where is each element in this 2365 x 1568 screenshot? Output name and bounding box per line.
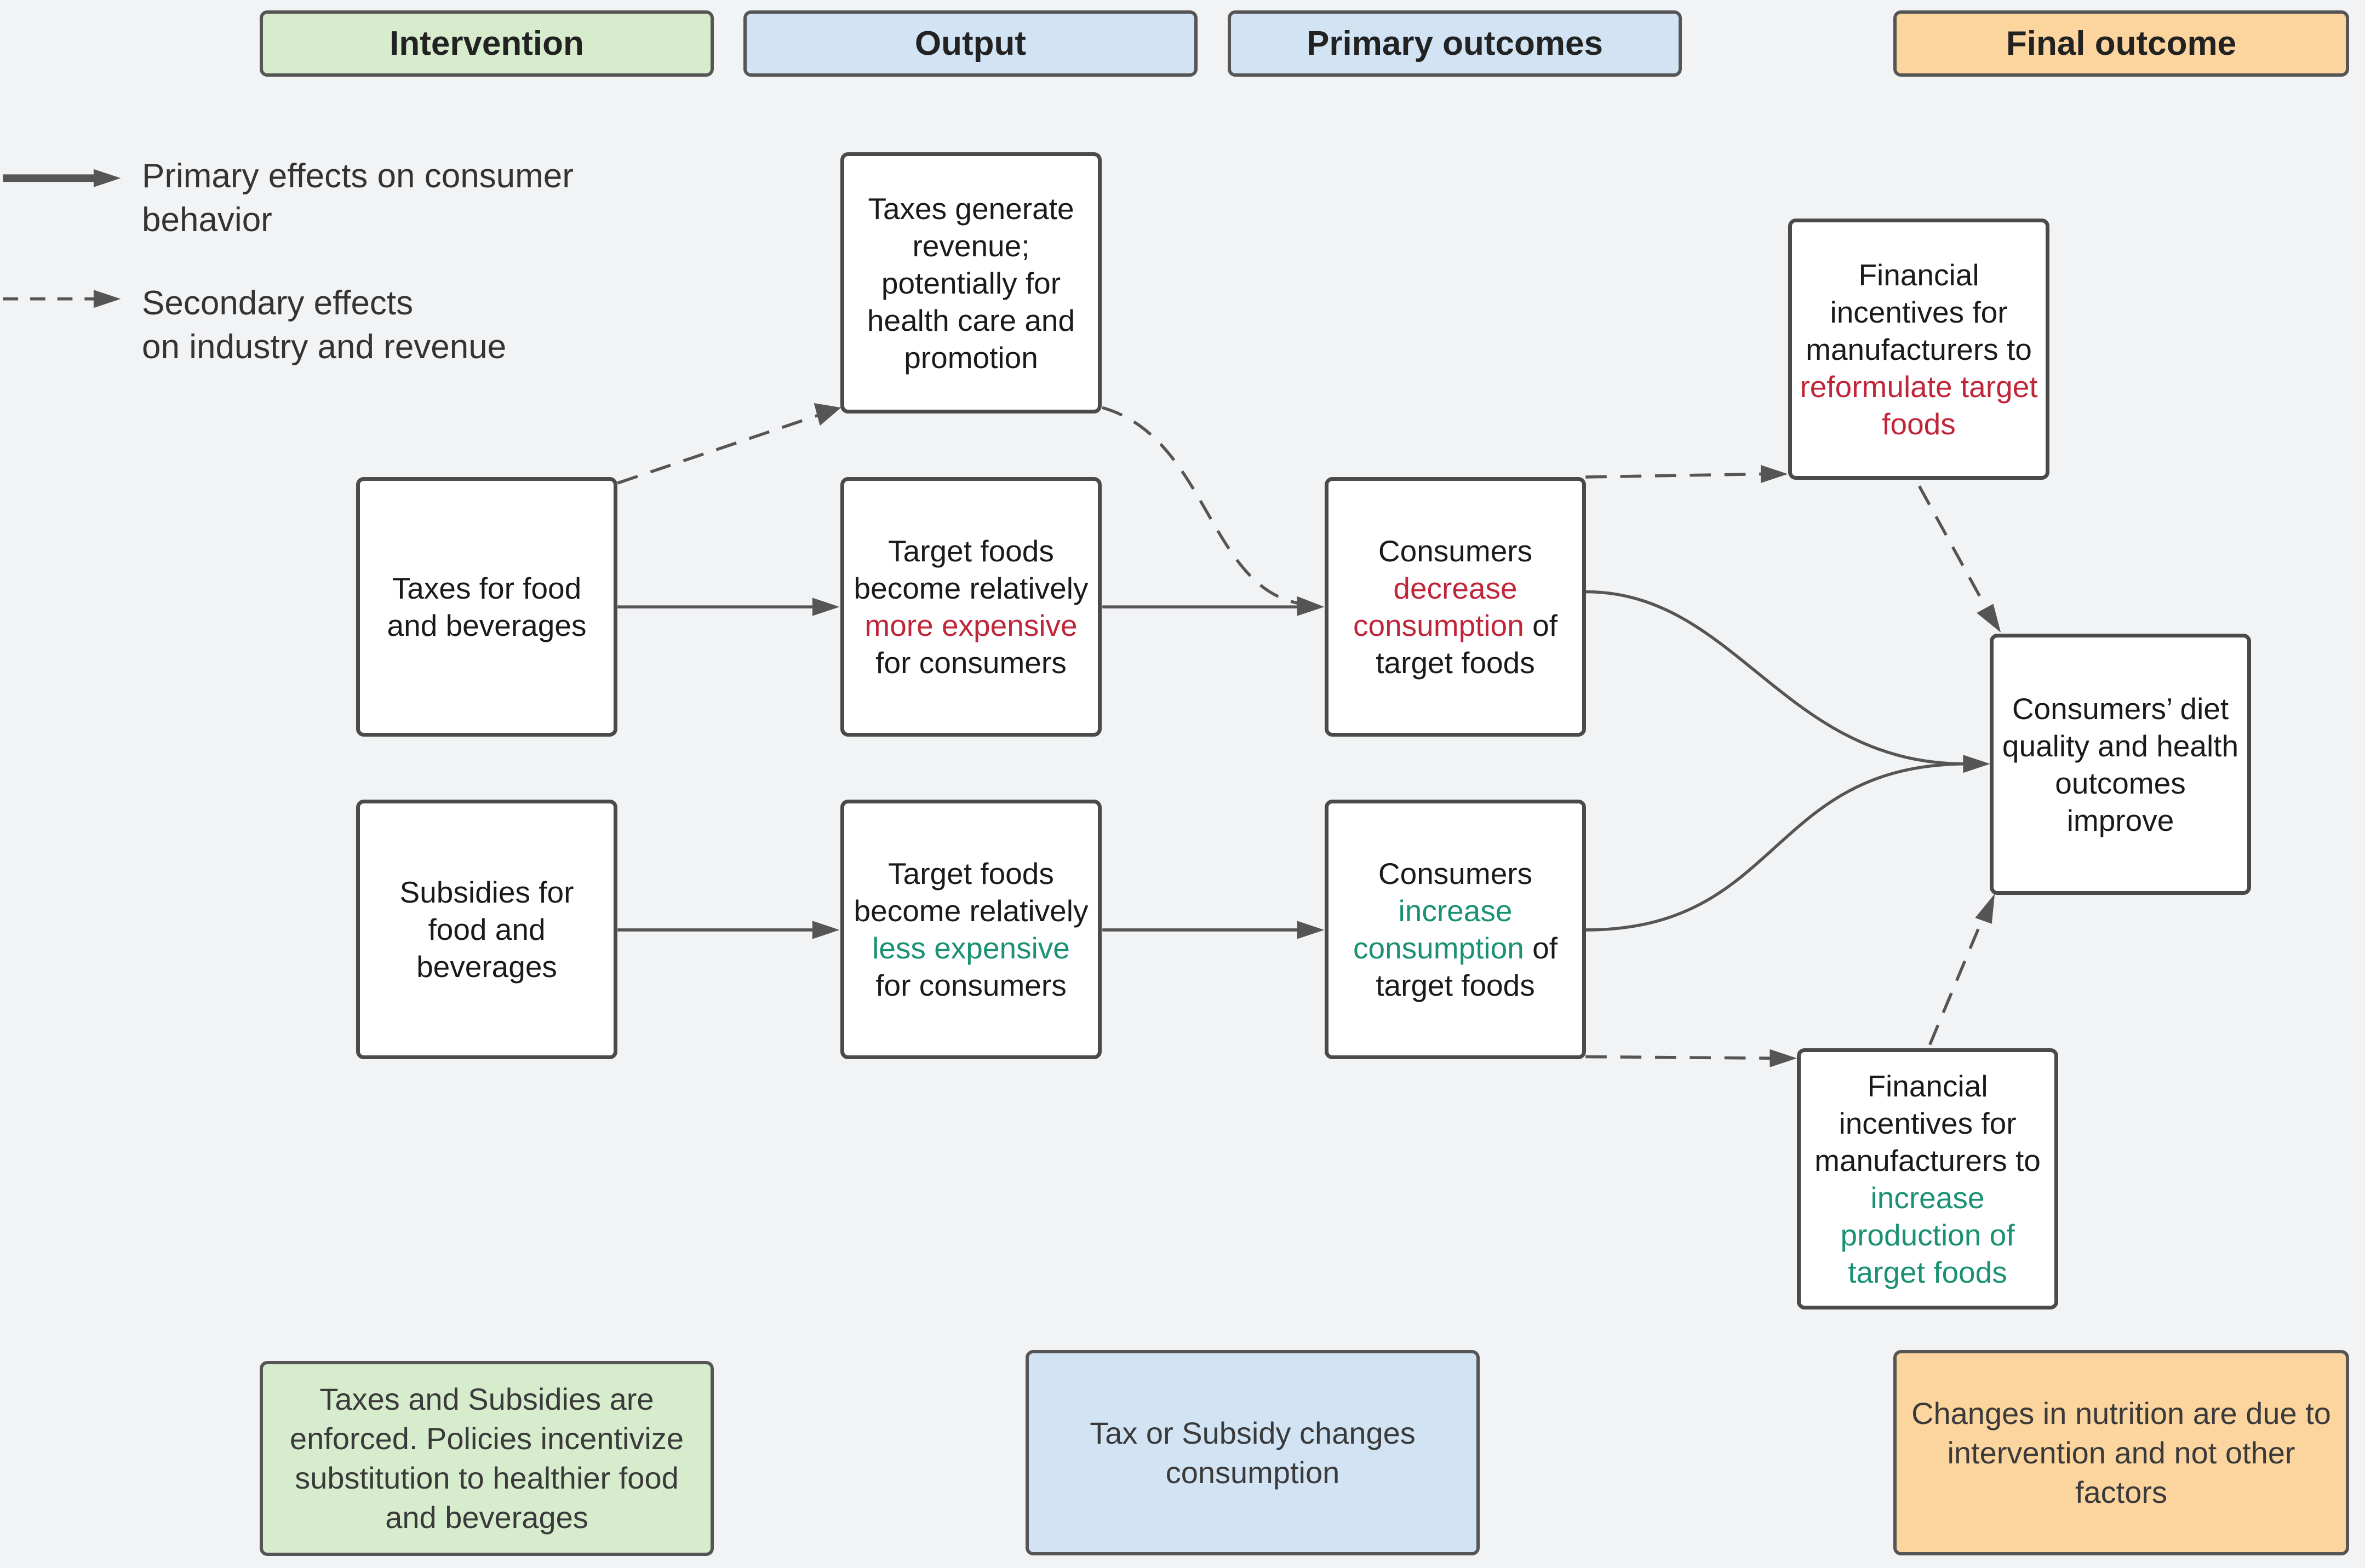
box-taxes-text: Taxes for food and beverages: [387, 571, 587, 642]
box-revenue: Taxes generate revenue; potentially for …: [840, 152, 1102, 413]
box-production: Financial incentives for manufacturers t…: [1797, 1048, 2058, 1309]
arrowhead-diet-top: [1977, 604, 2001, 633]
arrow-reformulate-to-diet: [1917, 485, 1989, 611]
box-decrease-consumption: Consumers decrease consumption of target…: [1325, 477, 1586, 737]
highlight-increase: increase consumption: [1353, 894, 1524, 965]
arrow-decrease-to-diet: [1585, 590, 1963, 766]
arrowhead-reformulate: [1760, 464, 1788, 484]
highlight-decrease: decrease consumption: [1353, 571, 1524, 642]
box-reformulate-text: Financial incentives for manufacturers t…: [1800, 257, 2038, 441]
arrowhead-revenue: [814, 403, 841, 426]
arrowhead-decrease-dashed: [1297, 596, 1325, 614]
box-increase-text: Consumers increase consumption of target…: [1353, 857, 1557, 1002]
box-diet-outcomes: Consumers’ diet quality and health outco…: [1990, 634, 2251, 895]
highlight-reformulate: reformulate target foods: [1800, 369, 2038, 441]
highlight-production: increase production of target foods: [1840, 1180, 2015, 1289]
arrowhead-diet-left: [1963, 755, 1990, 773]
legend-primary-line2: behavior: [142, 201, 272, 239]
box-decrease-text: Consumers decrease consumption of target…: [1353, 534, 1557, 680]
legend-dashed-arrowhead: [93, 290, 121, 308]
arrowhead-more-expensive: [812, 598, 840, 616]
arrowhead-production: [1770, 1049, 1797, 1067]
header-primary-outcomes: Primary outcomes: [1228, 10, 1682, 77]
legend-secondary-line2: on industry and revenue: [142, 328, 507, 366]
arrow-taxes-to-revenue: [617, 413, 819, 485]
box-more-expensive-text: Target foods become relatively more expe…: [854, 534, 1089, 680]
header-output: Output: [743, 10, 1198, 77]
legend-secondary: Secondary effects on industry and revenu…: [142, 282, 690, 369]
note-intervention-text: Taxes and Subsidies are enforced. Polici…: [289, 1382, 684, 1535]
box-revenue-text: Taxes generate revenue; potentially for …: [867, 191, 1075, 375]
legend-primary-line1: Primary effects on consumer: [142, 157, 574, 195]
legend-secondary-line1: Secondary effects: [142, 284, 414, 322]
arrowhead-increase: [1297, 921, 1325, 939]
box-reformulate: Financial incentives for manufacturers t…: [1788, 219, 2049, 480]
box-subsidies-text: Subsidies for food and beverages: [399, 875, 574, 984]
arrow-increase-to-diet: [1585, 762, 1963, 932]
arrow-revenue-to-decrease: [1102, 406, 1302, 606]
highlight-more-expensive: more expensive: [864, 608, 1078, 642]
box-production-text: Financial incentives for manufacturers t…: [1814, 1069, 2041, 1289]
note-output-text: Tax or Subsidy changes consumption: [1090, 1415, 1416, 1490]
arrow-decrease-to-reformulate: [1585, 472, 1764, 479]
highlight-less-expensive: less expensive: [872, 931, 1070, 965]
box-subsidies: Subsidies for food and beverages: [356, 800, 617, 1059]
note-output: Tax or Subsidy changes consumption: [1026, 1350, 1480, 1555]
box-increase-consumption: Consumers increase consumption of target…: [1325, 800, 1586, 1059]
note-intervention: Taxes and Subsidies are enforced. Polici…: [260, 1361, 714, 1556]
box-less-expensive-text: Target foods become relatively less expe…: [854, 857, 1089, 1002]
arrow-increase-to-production: [1585, 1055, 1773, 1060]
box-taxes: Taxes for food and beverages: [356, 477, 617, 737]
legend-primary: Primary effects on consumer behavior: [142, 154, 690, 242]
arrow-production-to-diet: [1928, 914, 1986, 1046]
arrowhead-diet-bottom: [1975, 893, 1995, 924]
box-diet-text: Consumers’ diet quality and health outco…: [2002, 691, 2239, 837]
note-final: Changes in nutrition are due to interven…: [1893, 1350, 2349, 1555]
header-final-outcome: Final outcome: [1893, 10, 2349, 77]
legend-solid-arrowhead: [93, 169, 121, 187]
note-final-text: Changes in nutrition are due to interven…: [1911, 1395, 2331, 1509]
box-more-expensive: Target foods become relatively more expe…: [840, 477, 1102, 737]
header-intervention: Intervention: [260, 10, 714, 77]
arrowhead-less-expensive: [812, 921, 840, 939]
box-less-expensive: Target foods become relatively less expe…: [840, 800, 1102, 1059]
